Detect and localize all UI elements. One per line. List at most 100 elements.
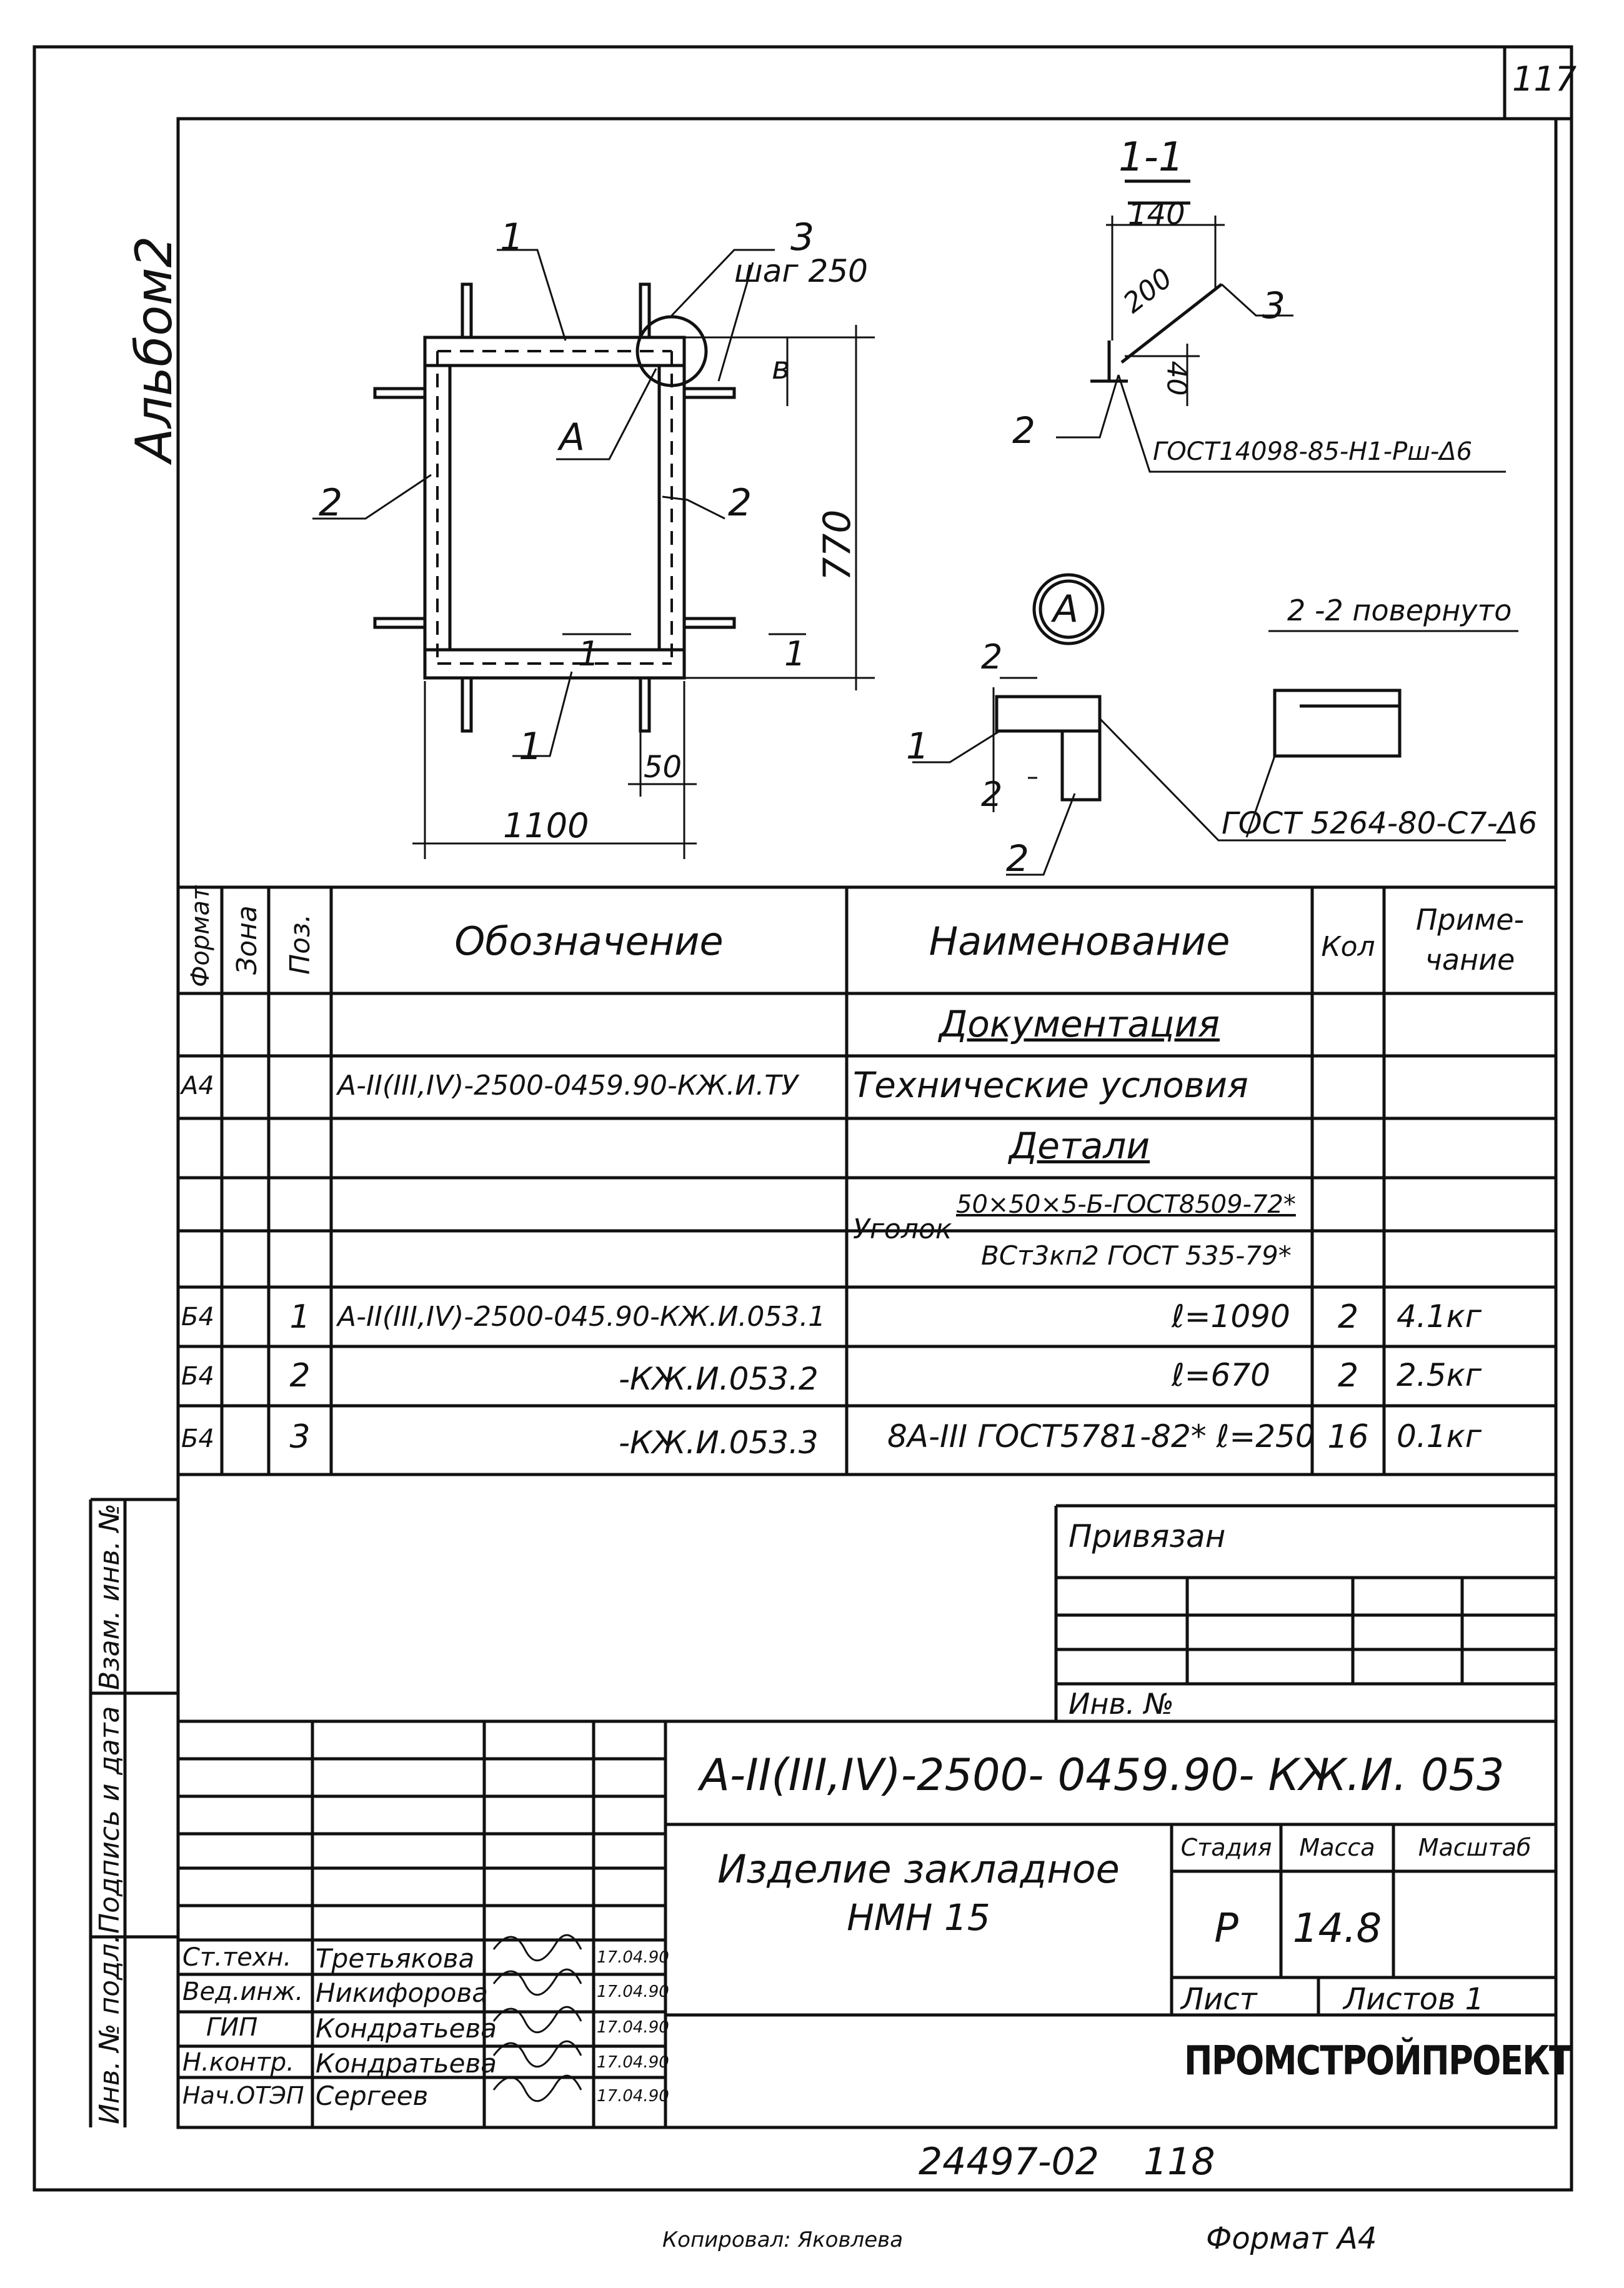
row1-note: 4.1кг bbox=[1397, 1298, 1482, 1335]
section-documentation: Документация bbox=[939, 1003, 1220, 1045]
dim-40: 40 bbox=[1160, 361, 1193, 396]
label-step: шаг 250 bbox=[734, 253, 868, 289]
section-2-2-title: 2 -2 повернуто bbox=[1287, 594, 1512, 627]
label-pos3: 3 bbox=[790, 216, 815, 259]
binding-inv: Инв. № bbox=[1069, 1687, 1174, 1721]
signer2-name: Никифорова bbox=[316, 1977, 488, 2008]
header-name: Наименование bbox=[929, 918, 1230, 964]
header-designation: Обозначение bbox=[454, 918, 724, 964]
scale-label: Масштаб bbox=[1418, 1834, 1532, 1861]
row2-designation: -КЖ.И.053.2 bbox=[619, 1361, 819, 1397]
weld-gost-5264: ГОСТ 5264-80-С7-Δ6 bbox=[1222, 806, 1538, 841]
row2-format: Б4 bbox=[181, 1362, 214, 1391]
angle-denominator: ВСт3кп2 ГОСТ 535-79* bbox=[981, 1240, 1292, 1271]
header-pos: Поз. bbox=[284, 913, 316, 975]
signer1-date: 17.04.90 bbox=[597, 1948, 669, 1967]
row2-name: ℓ=670 bbox=[1172, 1357, 1270, 1393]
detail-a-circle-label: А bbox=[1053, 587, 1079, 631]
detail-a-pos1: 1 bbox=[906, 725, 929, 767]
stamp-inv-orig: Инв. № подл. bbox=[94, 1934, 126, 2124]
row3-qty: 16 bbox=[1327, 1418, 1369, 1456]
section-1-1-title: 1-1 bbox=[1118, 134, 1184, 181]
label-pos1-top: 1 bbox=[500, 216, 524, 259]
label-dim-b: в bbox=[772, 350, 790, 386]
page-number: 117 bbox=[1512, 59, 1577, 99]
row-tu-designation: А-II(III,IV)-2500-0459.90-КЖ.И.ТУ bbox=[337, 1070, 799, 1102]
row1-qty: 2 bbox=[1337, 1298, 1359, 1336]
angle-prefix: Уголок bbox=[853, 1213, 952, 1245]
row3-note: 0.1кг bbox=[1397, 1418, 1482, 1455]
signatures bbox=[492, 1934, 582, 2102]
label-s11-pos3: 3 bbox=[1262, 284, 1285, 327]
product-code: НМН 15 bbox=[847, 1896, 990, 1939]
section-2-2-drawing bbox=[1245, 630, 1518, 838]
footer-page: 118 bbox=[1143, 2140, 1215, 2184]
doc-code: А-II(III,IV)-2500- 0459.90- КЖ.И. 053 bbox=[700, 1749, 1505, 1801]
row3-pos: 3 bbox=[289, 1418, 311, 1456]
mass-label: Масса bbox=[1299, 1834, 1375, 1861]
signer2-role: Вед.инж. bbox=[182, 1977, 304, 2006]
mass-value: 14.8 bbox=[1292, 1906, 1382, 1952]
signer3-name: Кондратьева bbox=[316, 2013, 497, 2044]
label-s11-pos2: 2 bbox=[1012, 409, 1035, 452]
binding-label: Привязан bbox=[1069, 1518, 1226, 1554]
row1-name: ℓ=1090 bbox=[1172, 1298, 1290, 1335]
footer-number: 24497-02 bbox=[919, 2140, 1099, 2184]
row-tu-format: А4 bbox=[181, 1072, 214, 1100]
row-tu-name: Технические условия bbox=[853, 1065, 1248, 1106]
row3-designation: -КЖ.И.053.3 bbox=[619, 1425, 819, 1461]
row2-qty: 2 bbox=[1337, 1357, 1359, 1395]
angle-numerator: 50×50×5-Б-ГОСТ8509-72* bbox=[956, 1190, 1296, 1219]
signer2-date: 17.04.90 bbox=[597, 1982, 669, 2001]
header-qty: Кол bbox=[1321, 931, 1375, 963]
detail-a-section2-bot: 2 bbox=[981, 775, 1003, 814]
dim-1100: 1100 bbox=[503, 806, 589, 845]
sheet-label: Лист bbox=[1181, 1982, 1257, 2017]
header-note: Приме-чание bbox=[1415, 903, 1525, 977]
signer5-date: 17.04.90 bbox=[597, 2087, 669, 2106]
header-format: Формат bbox=[186, 885, 215, 987]
dim-50: 50 bbox=[644, 750, 682, 785]
row3-name: 8А-III ГОСТ5781-82* ℓ=250 bbox=[887, 1418, 1315, 1455]
section-mark-bottom: 1 bbox=[578, 634, 600, 674]
embedded-part-plan bbox=[312, 249, 875, 859]
label-pos2-right: 2 bbox=[728, 481, 752, 525]
signer3-role: ГИП bbox=[206, 2013, 258, 2042]
signer4-name: Кондратьева bbox=[316, 2048, 497, 2079]
signer5-name: Сергеев bbox=[316, 2081, 429, 2111]
detail-a-section2-top: 2 bbox=[981, 637, 1003, 677]
sheets-count: Листов 1 bbox=[1343, 1982, 1485, 2017]
signer1-name: Третьякова bbox=[316, 1943, 475, 1974]
row2-pos: 2 bbox=[289, 1357, 311, 1395]
copied-by: Копировал: Яковлева bbox=[662, 2227, 904, 2252]
dim-140: 140 bbox=[1128, 197, 1185, 232]
dim-770: 770 bbox=[815, 509, 859, 581]
signer1-role: Ст.техн. bbox=[182, 1943, 292, 1972]
header-zone: Зона bbox=[231, 905, 263, 975]
row3-format: Б4 bbox=[181, 1425, 214, 1453]
callout-a: А bbox=[559, 415, 585, 459]
detail-a-pos2: 2 bbox=[1006, 837, 1029, 880]
sheet-format: Формат А4 bbox=[1206, 2221, 1377, 2256]
section-parts: Детали bbox=[1009, 1125, 1150, 1167]
row1-designation: А-II(III,IV)-2500-045.90-КЖ.И.053.1 bbox=[337, 1301, 826, 1333]
label-pos2-left: 2 bbox=[319, 481, 343, 525]
signer4-date: 17.04.90 bbox=[597, 2053, 669, 2072]
signer3-date: 17.04.90 bbox=[597, 2018, 669, 2037]
detail-a-drawing bbox=[912, 573, 1506, 876]
stamp-sign-date: Подпись и дата bbox=[94, 1706, 126, 1934]
stamp-replaces-inv: Взам. инв. № bbox=[94, 1503, 126, 1690]
label-pos1-bottom: 1 bbox=[519, 725, 543, 768]
product-name: Изделие закладное bbox=[717, 1846, 1120, 1892]
section-mark-right: 1 bbox=[784, 634, 806, 674]
row2-note: 2.5кг bbox=[1397, 1357, 1482, 1393]
org-name: ПРОМСТРОЙПРОЕКТ bbox=[1184, 2038, 1572, 2084]
stage-value: Р bbox=[1214, 1906, 1238, 1952]
signer4-role: Н.контр. bbox=[182, 2048, 294, 2077]
stage-label: Стадия bbox=[1180, 1834, 1272, 1861]
weld-gost-14098: ГОСТ14098-85-Н1-Рш-Δ6 bbox=[1153, 437, 1473, 466]
row1-pos: 1 bbox=[289, 1298, 311, 1336]
album-label: Альбом2 bbox=[125, 236, 183, 462]
section-1-1-drawing bbox=[1056, 179, 1506, 473]
